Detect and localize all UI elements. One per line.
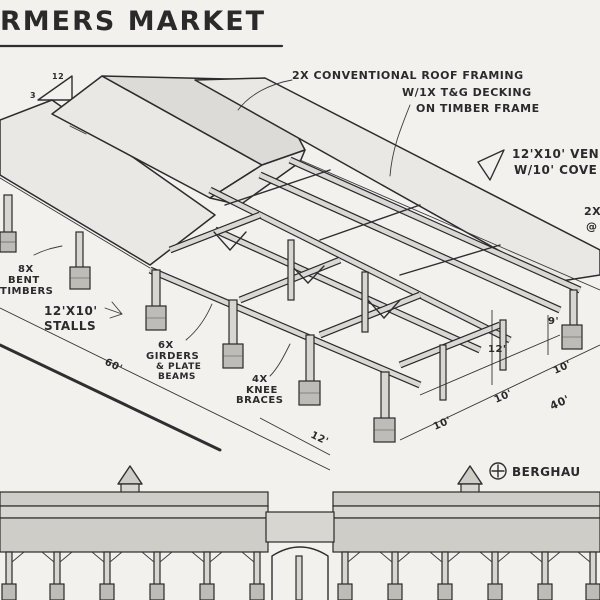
brand-name: BERGHAU xyxy=(512,465,581,479)
knee-label-3: BRACES xyxy=(236,395,283,406)
brand-block: BERGHAU xyxy=(489,462,581,480)
stalls-label-1: 12'X10' xyxy=(44,304,98,318)
vendor-label-2: W/10' COVE xyxy=(514,163,597,177)
decking-label-1: W/1X T&G DECKING xyxy=(402,86,532,99)
pitch-triangle xyxy=(37,75,73,101)
bent-label-3: TIMBERS xyxy=(0,286,53,297)
elev-center-arch xyxy=(271,546,329,600)
elev-left-clerestory xyxy=(0,505,269,519)
elev-right-lower-roof xyxy=(332,517,600,553)
elev-pier-bases xyxy=(1,583,600,600)
elev-center-gate-header xyxy=(265,511,335,543)
elev-left-lower-roof xyxy=(0,517,269,553)
left-roof-fascia xyxy=(0,177,151,269)
knee-label-1: 4X xyxy=(252,374,268,385)
girders-label-1: 6X xyxy=(158,340,174,351)
girders-label-2: GIRDERS xyxy=(146,351,199,362)
dim-10b-label: 10' xyxy=(493,388,514,406)
bent-label-1: 8X xyxy=(18,264,34,275)
girders-label-3: & PLATE xyxy=(156,362,201,372)
front-elevation xyxy=(0,465,600,600)
brand-logo-icon xyxy=(489,462,507,480)
drawing-title: RMERS MARKET xyxy=(0,6,266,37)
dim-10a-label: 10' xyxy=(432,415,453,433)
elev-right-upper-roof xyxy=(332,491,600,507)
roof-framing-label: 2X CONVENTIONAL ROOF FRAMING xyxy=(292,69,524,82)
right-edge-label-2: @ xyxy=(586,220,598,233)
bent-label-2: BENT xyxy=(8,275,40,286)
ground-line xyxy=(0,343,222,452)
title-block: RMERS MARKET xyxy=(0,6,284,48)
gable-eave-trim xyxy=(69,125,87,135)
dimension-lines xyxy=(0,307,600,471)
dim-40-label: 40' xyxy=(548,393,572,413)
dim-60-label: 60' xyxy=(103,357,124,375)
right-edge-label-1: 2X xyxy=(584,205,600,218)
annotation-labels: 2X CONVENTIONAL ROOF FRAMING W/1X T&G DE… xyxy=(0,69,600,406)
pier-brick-hatching xyxy=(0,241,582,431)
vendor-label-1: 12'X10' VEND xyxy=(512,147,600,161)
elev-knee-braces xyxy=(11,551,591,563)
dim-12-height-label: 12' xyxy=(488,344,506,355)
dim-10c-label: 10' xyxy=(552,359,573,377)
right-roof-eave xyxy=(299,159,600,291)
dim-9-height-label: 9' xyxy=(548,316,559,327)
leader-lines xyxy=(33,79,505,377)
pitch-run-label: 12 xyxy=(52,72,64,81)
timber-frame xyxy=(148,156,582,389)
roof-pitch-symbol: 12 3 xyxy=(30,72,73,101)
left-roof-wing xyxy=(0,99,216,269)
girders-label-4: BEAMS xyxy=(158,372,196,382)
knee-label-2: KNEE xyxy=(246,385,278,396)
elev-left-upper-roof xyxy=(0,491,269,507)
elev-posts xyxy=(5,551,597,600)
decking-label-2: ON TIMBER FRAME xyxy=(416,102,540,115)
left-roof-surface xyxy=(0,99,216,266)
stalls-label-2: STALLS xyxy=(44,319,96,333)
elev-right-clerestory xyxy=(332,505,600,519)
pitch-rise-label: 3 xyxy=(30,91,36,100)
